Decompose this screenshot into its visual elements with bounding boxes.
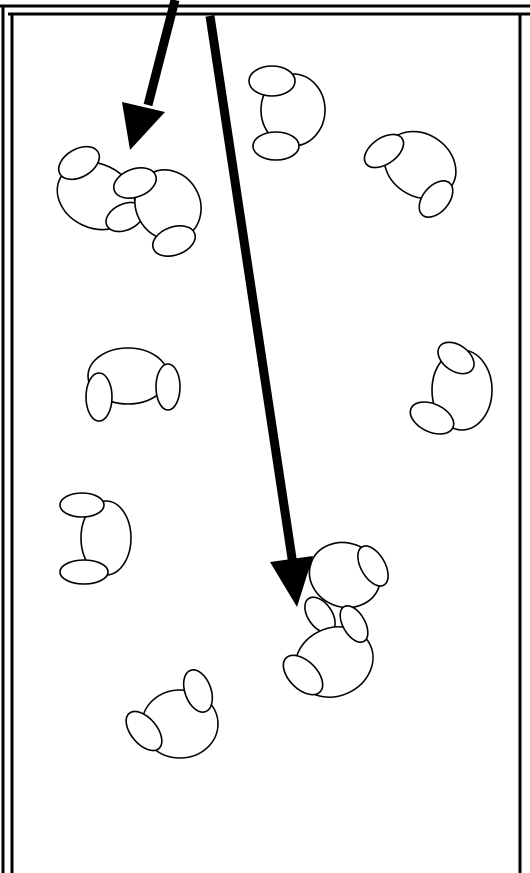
molecule-lobe (282, 654, 324, 696)
molecule-lobe (182, 669, 214, 713)
molecule-lobe (112, 167, 158, 199)
molecule-lobe (59, 492, 105, 518)
molecule-lobe (418, 180, 454, 218)
molecule-top-center (248, 65, 326, 161)
molecule-lobe (437, 341, 475, 375)
molecule-middle-right (409, 341, 493, 435)
molecule-lobe (252, 131, 300, 161)
molecule-lobe (151, 225, 197, 257)
molecule-upper-left-b (112, 167, 202, 257)
container-frame (0, 4, 530, 873)
molecule-lobe (85, 372, 113, 422)
molecule-lobe (357, 545, 389, 587)
molecule-lobe (363, 133, 405, 169)
arrow-left-shaft (143, 0, 180, 107)
arrow-right-head (270, 556, 313, 607)
molecule-lower-right-a (304, 541, 389, 634)
molecule-bottom-left (125, 669, 219, 759)
molecule-lower-left (59, 492, 132, 585)
molecules-layer (56, 65, 493, 759)
molecule-top-right (363, 130, 457, 218)
molecule-lobe (409, 401, 455, 435)
molecule-lobe (248, 65, 296, 97)
molecule-lower-right-b (282, 605, 374, 698)
arrow-left-head (122, 102, 165, 150)
arrows-layer (122, 0, 313, 607)
molecule-upper-left-a (56, 145, 145, 233)
arrow-right-shaft (205, 15, 298, 566)
molecule-lobe (125, 710, 163, 752)
molecule-lobe (57, 145, 101, 181)
molecule-lobe (59, 559, 109, 585)
molecule-middle-left (85, 347, 181, 422)
molecule-lobe (155, 363, 181, 411)
molecule-lobe (339, 605, 369, 643)
